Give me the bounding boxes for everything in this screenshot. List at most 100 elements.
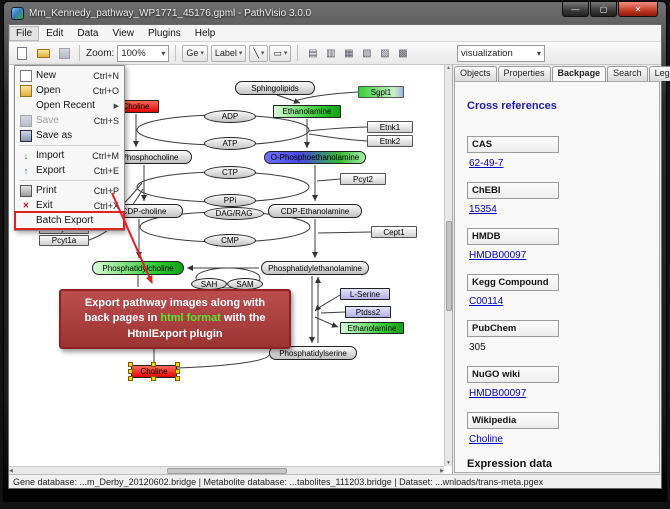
visualization-combobox[interactable]: visualization xyxy=(457,44,545,62)
pathway-node-atp[interactable]: ATP xyxy=(204,137,256,150)
align-tool-2[interactable]: ▦ xyxy=(344,47,354,59)
shape-tool-0[interactable]: ╲ xyxy=(249,44,269,62)
align-tool-4[interactable]: ▨ xyxy=(380,47,390,59)
menu-item-shortcut: Ctrl+X xyxy=(93,200,119,211)
pathway-node-sphingolipids[interactable]: Sphingolipids xyxy=(235,81,315,95)
menu-item-exit[interactable]: Exit Ctrl+X xyxy=(16,198,123,213)
tab-properties[interactable]: Properties xyxy=(497,66,551,81)
tab-objects[interactable]: Objects xyxy=(454,66,497,81)
selection-handle[interactable] xyxy=(128,362,133,367)
menu-edit[interactable]: Edit xyxy=(46,27,64,39)
pathway-node-cept1[interactable]: Cept1 xyxy=(371,226,417,238)
horizontal-scroll-thumb[interactable] xyxy=(166,467,287,474)
zoom-combobox[interactable]: 100% xyxy=(117,44,170,62)
selection-handle[interactable] xyxy=(151,376,156,381)
align-tool-3[interactable]: ▧ xyxy=(362,47,372,59)
selection-handle[interactable] xyxy=(128,368,133,374)
pathway-node-o-phosphoethanolamine[interactable]: O-Phosphoethanolamine xyxy=(264,151,366,164)
tab-backpage[interactable]: Backpage xyxy=(551,66,607,81)
align-tool-1[interactable]: ▥ xyxy=(326,47,336,59)
selection-handle[interactable] xyxy=(175,362,180,367)
selection-handle[interactable] xyxy=(175,368,180,374)
pathway-node-pcyt1a[interactable]: Pcyt1a xyxy=(39,235,89,246)
menu-item-batch-export[interactable]: Batch Export xyxy=(16,213,123,228)
pathway-node-phosphatidylserine[interactable]: Phosphatidylserine xyxy=(269,346,357,360)
align-tool-0[interactable]: ▤ xyxy=(308,47,318,59)
menu-item-save-as[interactable]: Save as xyxy=(16,128,123,143)
xref-link[interactable]: HMDB00097 xyxy=(469,388,527,399)
menu-item-open-recent[interactable]: Open Recent xyxy=(16,98,123,113)
pathway-node-sgpl1[interactable]: Sgpl1 xyxy=(358,86,404,98)
minimize-button[interactable]: — xyxy=(562,2,589,17)
toolbar: Zoom: 100% Ge Label ╲▭ ▤▥▦▧▨▩ visualizat… xyxy=(9,42,661,65)
menu-item-label: Exit xyxy=(36,200,53,211)
vertical-scroll-thumb[interactable] xyxy=(445,220,452,311)
xref-link[interactable]: 62-49-7 xyxy=(469,158,504,169)
pathway-node-cdp-ethanolamine[interactable]: CDP-Ethanolamine xyxy=(268,204,362,218)
xref-link[interactable]: Choline xyxy=(469,434,503,445)
scroll-up-icon[interactable]: ▲ xyxy=(446,65,451,71)
scroll-left-icon[interactable]: ◀ xyxy=(9,467,13,474)
menu-help[interactable]: Help xyxy=(194,27,216,39)
pathway-node-ethanolamine[interactable]: Ethanolamine xyxy=(340,322,404,334)
pathway-node-sam[interactable]: SAM xyxy=(227,278,263,290)
pathway-node-ppi[interactable]: PPi xyxy=(204,194,256,207)
open-file-button[interactable] xyxy=(34,44,52,62)
tab-search[interactable]: Search xyxy=(607,66,648,81)
scroll-down-icon[interactable]: ▼ xyxy=(446,460,451,466)
pathway-node-ptdss2[interactable]: Ptdss2 xyxy=(345,306,391,318)
selection-handle[interactable] xyxy=(128,376,133,381)
selection-handle[interactable] xyxy=(151,362,156,367)
window-title: Mm_Kennedy_pathway_WP1771_45176.gpml - P… xyxy=(29,7,312,19)
label-tool-button[interactable]: Label xyxy=(210,44,247,62)
align-tool-5[interactable]: ▩ xyxy=(398,47,408,59)
title-bar[interactable]: Mm_Kennedy_pathway_WP1771_45176.gpml - P… xyxy=(4,2,666,24)
pathway-node-etnk2[interactable]: Etnk2 xyxy=(367,135,413,147)
pathway-node-sah[interactable]: SAH xyxy=(191,278,227,290)
menu-view[interactable]: View xyxy=(112,27,134,39)
maximize-button[interactable]: ▢ xyxy=(590,2,617,17)
pathway-node-pcyt2[interactable]: Pcyt2 xyxy=(340,173,386,185)
vertical-scrollbar[interactable]: ▲▼ xyxy=(444,65,452,466)
pathway-node-ctp[interactable]: CTP xyxy=(204,166,256,179)
annotation-text: Export pathway images along with back pa… xyxy=(84,297,266,325)
tab-legend[interactable]: Legend xyxy=(648,66,670,81)
xref-link[interactable]: 15354 xyxy=(469,204,497,215)
selection-handle[interactable] xyxy=(175,376,180,381)
close-button[interactable]: ✕ xyxy=(618,2,658,17)
save-file-button[interactable] xyxy=(55,44,73,62)
shape-tool-1[interactable]: ▭ xyxy=(269,44,292,62)
pathway-node-phosphatidylethanolamine[interactable]: Phosphatidylethanolamine xyxy=(261,261,369,275)
menu-data[interactable]: Data xyxy=(77,27,99,39)
pathway-node-cmp[interactable]: CMP xyxy=(204,234,256,247)
status-text: Gene database: ...m_Derby_20120602.bridg… xyxy=(13,476,544,487)
menu-file[interactable]: File xyxy=(9,25,40,41)
pathway-node-choline[interactable]: Choline xyxy=(128,362,180,381)
pathway-node-ethanolamine[interactable]: Ethanolamine xyxy=(273,105,341,118)
side-panel: ObjectsPropertiesBackpageSearchLegend Cr… xyxy=(453,65,670,474)
new-file-button[interactable] xyxy=(13,44,31,62)
shape-tools: ╲▭ xyxy=(249,44,292,62)
new-document-icon xyxy=(20,69,32,82)
menu-plugins[interactable]: Plugins xyxy=(147,27,181,39)
scroll-right-icon[interactable]: ▶ xyxy=(440,467,444,474)
xref-link[interactable]: HMDB00097 xyxy=(469,250,527,261)
datanode-type-button[interactable]: Ge xyxy=(182,44,208,62)
pathway-node-etnk1[interactable]: Etnk1 xyxy=(367,121,413,133)
xref-link[interactable]: C00114 xyxy=(469,296,504,307)
pathway-node-l-serine[interactable]: L-Serine xyxy=(340,288,390,300)
horizontal-scrollbar[interactable]: ◀▶ xyxy=(9,466,444,474)
pathway-node-phosphocholine[interactable]: Phosphocholine xyxy=(108,150,192,164)
pathway-node-adp[interactable]: ADP xyxy=(204,110,256,123)
pathway-node-dag-rag[interactable]: DAG/RAG xyxy=(204,207,264,220)
pathway-node-phosphatidylcholine[interactable]: Phosphatidylcholine xyxy=(92,261,184,275)
